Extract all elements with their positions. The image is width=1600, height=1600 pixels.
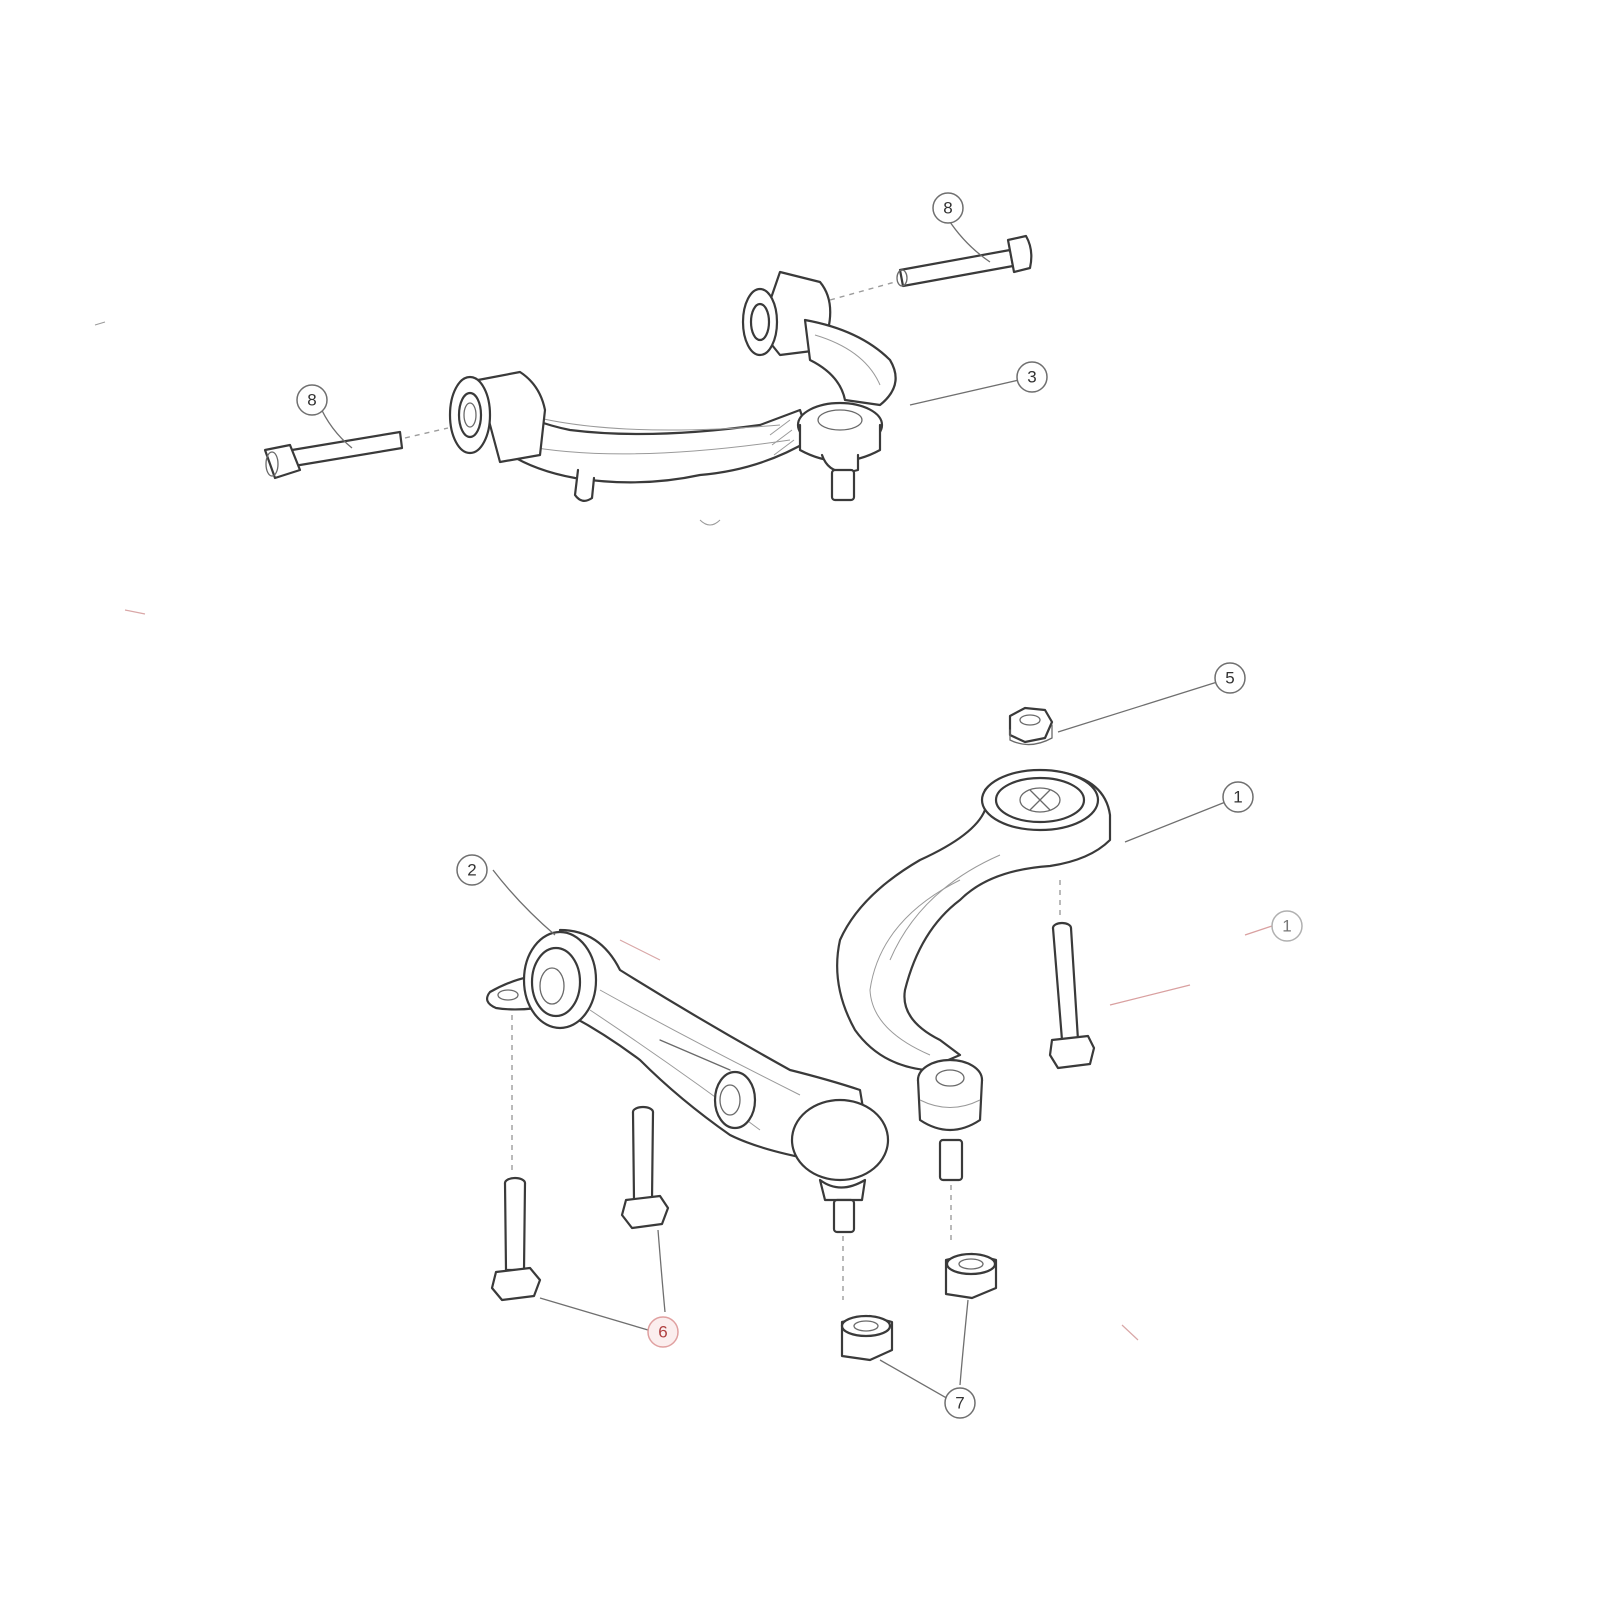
upper-control-arm [448,270,897,502]
callout-label: 3 [1027,368,1036,387]
nut-7-left [840,1314,894,1362]
callout-1: 1 [1222,781,1254,813]
callout-label: 5 [1225,669,1234,688]
bolt-left-upper [263,427,449,480]
callout-8-right: 8 [932,192,964,224]
bolt-arm-1 [1048,880,1096,1070]
callout-label: 6 [658,1323,667,1342]
callout-6: 6 [647,1316,679,1348]
callout-8-left: 8 [296,384,328,416]
callout-label: 2 [467,861,476,880]
nut-7-right [944,1252,998,1300]
bolt-6-left [490,1015,542,1302]
callout-1-faint: 1 [1271,910,1303,942]
callout-label: 8 [307,391,316,410]
bolt-right-upper [829,234,1033,301]
lower-arm-1 [836,768,1112,1245]
callout-5: 5 [1214,662,1246,694]
lower-arm-2 [486,928,890,1300]
callout-3: 3 [1016,361,1048,393]
bolt-6-right [620,1105,670,1230]
callout-label: 1 [1282,917,1291,936]
callout-7: 7 [944,1387,976,1419]
callout-label: 7 [955,1394,964,1413]
callout-label: 1 [1233,788,1242,807]
nut-5 [1008,706,1054,746]
callout-2: 2 [456,854,488,886]
background-artifacts [94,321,1139,1341]
callout-label: 8 [943,199,952,218]
